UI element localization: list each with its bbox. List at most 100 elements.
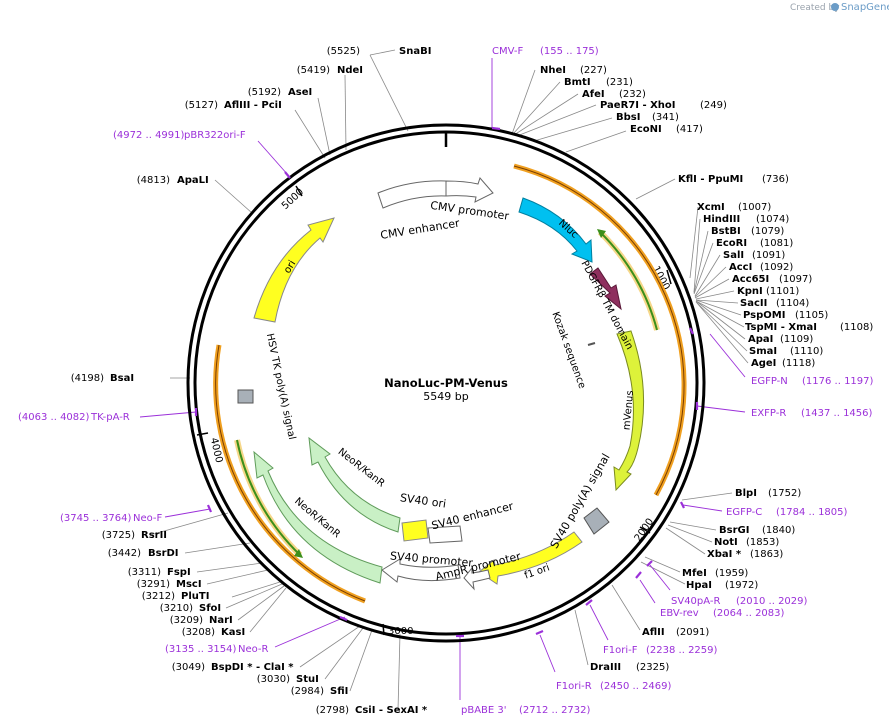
primer-neor-name: Neo-R (238, 644, 269, 655)
primer-sv40pa-pos: (2010 .. 2029) (736, 596, 808, 607)
site-bstbi-pos: (1079) (751, 226, 784, 237)
created-by-text: Created by (790, 3, 840, 13)
sv40-polya-label: SV40 poly(A) signal (548, 451, 613, 551)
primer-ebvrev-pos: (2064 .. 2083) (713, 608, 785, 619)
primer-egfpn-name: EGFP-N (751, 376, 788, 387)
site-xbai-name: XbaI * (707, 549, 742, 560)
primer-f1orir-pos: (2450 .. 2469) (600, 681, 672, 692)
site-hindiii-pos: (1074) (756, 214, 789, 225)
primer-leader-lines (139, 58, 746, 700)
site-apai-name: ApaI (748, 334, 773, 345)
green-arc-left-arrowhead (294, 549, 303, 558)
site-csii-name: CsiI - SexAI * (355, 705, 428, 716)
site-aflii-name: AflII (642, 627, 665, 638)
outer-arcs (213, 163, 687, 604)
site-sfoi-pos: (3210) (160, 603, 193, 614)
site-draiii-pos: (2325) (636, 662, 669, 673)
primer-f1orif-pos: (2238 .. 2259) (646, 645, 718, 656)
site-econi-name: EcoNI (630, 124, 662, 135)
cmv-enhancer-label: CMV enhancer (379, 216, 460, 241)
site-ndei-name: NdeI (337, 65, 363, 76)
f1-ori-arrow (478, 531, 583, 585)
site-kfli-pos: (736) (762, 174, 789, 185)
site-noti-pos: (1853) (746, 537, 779, 548)
feature-arrows (237, 177, 645, 591)
site-bsrgi-pos: (1840) (762, 525, 795, 536)
tick-3000: 3000 (388, 626, 413, 637)
sv40-promoter-arrow (381, 558, 461, 583)
site-kfli-name: KflI - PpuMI (678, 174, 743, 185)
site-afei-pos: (232) (619, 89, 646, 100)
site-afei-name: AfeI (582, 89, 605, 100)
site-bsrgi-name: BsrGI (719, 525, 749, 536)
kozak-marker (587, 342, 596, 346)
site-smai-pos: (1110) (790, 346, 823, 357)
site-bmti-pos: (231) (606, 77, 633, 88)
site-hindiii-name: HindIII (703, 214, 740, 225)
primer-exfpr-name: EXFP-R (751, 408, 786, 419)
neor-kanr-outer-arrow (253, 450, 383, 584)
primer-tkpa-pos: (4063 .. 4082) (18, 412, 90, 423)
site-bspdi-name: BspDI * - ClaI * (211, 662, 294, 673)
primer-egfpn-pos: (1176 .. 1197) (802, 376, 874, 387)
site-pluti-name: PluTI (181, 591, 209, 602)
site-paer7i-name: PaeR7I - XhoI (600, 100, 676, 111)
site-fspi-pos: (3311) (128, 567, 161, 578)
site-bsrdi-pos: (3442) (108, 548, 141, 559)
site-apali-pos: (4813) (137, 175, 170, 186)
plasmid-name: NanoLuc-PM-Venus (384, 376, 508, 390)
site-snabi-pos: (5525) (327, 46, 360, 57)
primer-neof-pos: (3745 .. 3764) (60, 513, 132, 524)
primer-ebvrev-name: EBV-rev (660, 608, 699, 619)
site-sali-name: SalI (723, 250, 744, 261)
site-ecori-pos: (1081) (760, 238, 793, 249)
ori-arrow (253, 217, 335, 323)
site-msci-pos: (3291) (137, 579, 170, 590)
site-acc65i-pos: (1097) (779, 274, 812, 285)
site-bsai-pos: (4198) (71, 373, 104, 384)
primer-pbr322-name: pBR322ori-F (184, 130, 246, 141)
backbone-outer-ring (186, 123, 706, 643)
site-pluti-pos: (3212) (142, 591, 175, 602)
primer-f1orif-name: F1ori-F (603, 645, 638, 656)
site-agei-pos: (1118) (782, 358, 815, 369)
snapgene-logo-icon (831, 3, 839, 11)
kozak-label: Kozak sequence (549, 311, 587, 391)
site-hpai-pos: (1972) (725, 580, 758, 591)
pdgfrb-tm-arrow (589, 267, 622, 311)
site-agei-name: AgeI (751, 358, 776, 369)
site-nhei-name: NheI (540, 65, 566, 76)
site-afliii-name: AflIII - PciI (224, 100, 282, 111)
neor-kanr-inner-arrow (308, 436, 401, 533)
primer-pbr322-pos: (4972 .. 4991) (113, 130, 185, 141)
site-ndei-pos: (5419) (297, 65, 330, 76)
site-tspmi-pos: (1108) (840, 322, 873, 333)
site-rsrii-name: RsrII (141, 530, 167, 541)
site-sacii-pos: (1104) (776, 298, 809, 309)
primer-labels: CMV-F (155 .. 175) (4972 .. 4991) pBR322… (18, 46, 874, 716)
sv40-enhancer-block (427, 525, 463, 544)
nluc-arrow (518, 197, 593, 263)
site-afliii-pos: (5127) (185, 100, 218, 111)
snapgene-name: SnapGene (841, 2, 889, 13)
restriction-site-labels: (5525) SnaBI (5419) NdeI (5192) AseI (51… (71, 46, 874, 716)
site-leader-lines (149, 49, 749, 711)
site-sali-pos: (1091) (752, 250, 785, 261)
mvenus-arrow (613, 330, 645, 492)
sv40-polya-block (583, 507, 610, 535)
site-mfei-name: MfeI (682, 568, 707, 579)
site-smai-name: SmaI (749, 346, 777, 357)
site-bmti-name: BmtI (564, 77, 591, 88)
primer-f1orir-name: F1ori-R (556, 681, 592, 692)
site-nari-name: NarI (209, 615, 233, 626)
site-kpni-pos: (1101) (766, 286, 799, 297)
ampr-promoter-arrow (463, 566, 491, 591)
site-nhei-pos: (227) (580, 65, 607, 76)
site-sacii-name: SacII (740, 298, 767, 309)
primer-sv40pa-name: SV40pA-R (671, 596, 720, 607)
plasmid-title: NanoLuc-PM-Venus 5549 bp (384, 376, 508, 403)
site-stui-name: StuI (296, 674, 319, 685)
site-bbsi-pos: (341) (652, 112, 679, 123)
orange-arc-right-line (513, 165, 685, 496)
